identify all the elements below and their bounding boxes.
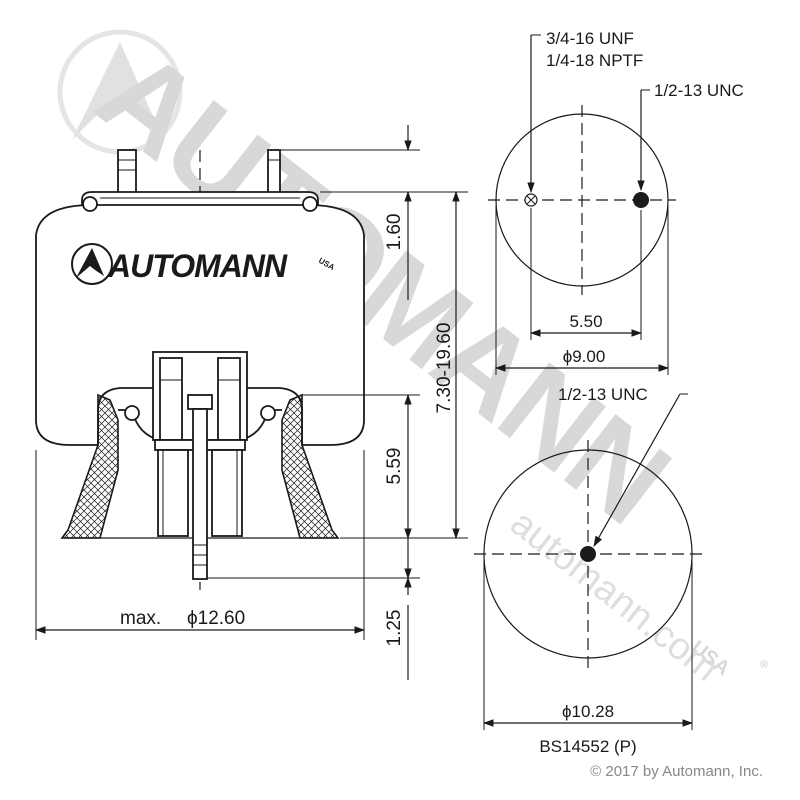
piston-bead-right (260, 405, 276, 421)
dim-max-diameter: ϕ12.60 (187, 608, 245, 629)
piston-bead-left (124, 405, 140, 421)
dim-bolt-spacing: 5.50 (569, 312, 602, 331)
bead-roll-left (82, 196, 98, 212)
center-stud-hole-icon (580, 546, 596, 562)
stud-hole-icon (633, 192, 649, 208)
top-bead-plate (81, 191, 319, 209)
callout-thread-unc-top: 1/2-13 UNC (654, 81, 744, 100)
callout-thread-unf: 3/4-16 UNF (546, 29, 634, 48)
watermark-logo-mark (72, 42, 160, 140)
dim-stud-length: 1.25 (384, 610, 405, 647)
piston-base-view: 1/2-13 UNC ϕ10.28 (474, 385, 702, 730)
dim-top-height: 1.60 (384, 214, 405, 251)
watermark-registered-mark: ® (760, 659, 768, 671)
rubber-bellows (35, 204, 365, 446)
air-fitting-stud (117, 149, 137, 199)
center-bolt-head (187, 394, 213, 410)
callout-thread-nptf: 1/4-18 NPTF (546, 51, 643, 70)
callout-thread-unc-bottom: 1/2-13 UNC (558, 385, 648, 404)
dim-base-diameter: ϕ10.28 (562, 702, 614, 721)
side-section-view: AUTOMANN USA (34, 125, 468, 680)
dim-piston-height: 5.59 (384, 448, 405, 485)
mounting-stud-top (267, 149, 281, 199)
bead-roll-right (302, 196, 318, 212)
bumper-left (159, 357, 183, 441)
copyright-notice: © 2017 by Automann, Inc. (590, 763, 763, 780)
top-plate-view: 3/4-16 UNF 1/4-18 NPTF 1/2-13 UNC 5.50 ϕ… (488, 29, 744, 375)
center-bolt-shaft (192, 408, 208, 580)
dim-max-prefix: max. (120, 608, 161, 629)
dim-overall-height: 7.30-19.60 (434, 323, 455, 414)
logo-arrow-icon (76, 248, 104, 278)
bellows-logo: AUTOMANN USA (71, 243, 336, 285)
logo-brand-text: AUTOMANN (107, 248, 288, 284)
part-number: BS14552 (P) (539, 737, 636, 756)
dim-top-plate-diameter: ϕ9.00 (563, 347, 606, 366)
bumper-right (217, 357, 241, 441)
logo-circle-icon (71, 243, 113, 285)
